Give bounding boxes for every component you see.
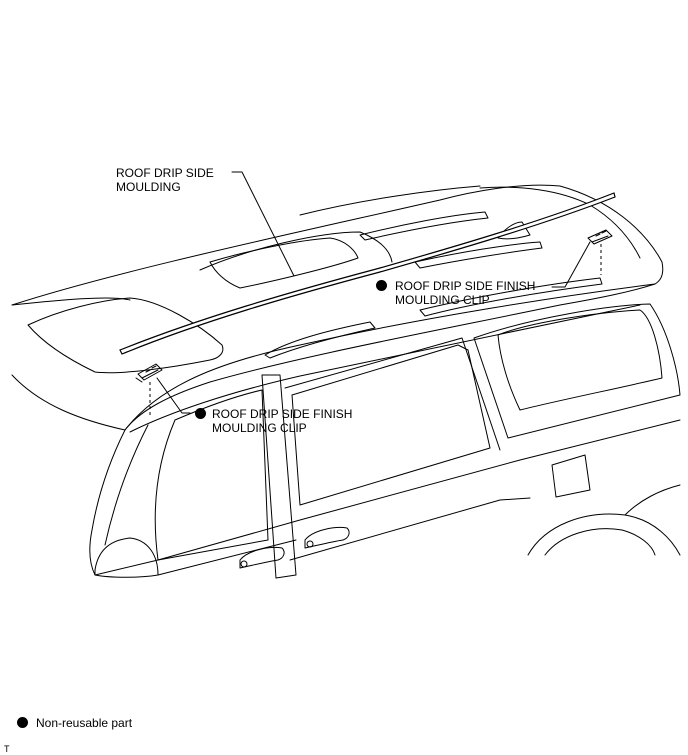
side-rail-front (264, 321, 376, 359)
roof-lower-edge (129, 304, 641, 433)
legend-non-reusable-icon (17, 717, 28, 728)
sliding-door-rail (289, 497, 531, 561)
side-rail-rear (419, 277, 603, 317)
body-belt-line (94, 419, 681, 576)
middle-sunroof (209, 237, 359, 289)
fuel-lid (551, 454, 591, 498)
rear-quarter-window (497, 309, 663, 411)
front-door-handle (239, 547, 285, 569)
a-pillar (104, 424, 149, 546)
roof-drip-moulding (119, 192, 616, 355)
rear-bumper-edge (624, 484, 681, 516)
callout-clip-rear-line2: MOULDING CLIP (395, 293, 490, 307)
callout-moulding-line1: ROOF DRIP SIDE (116, 166, 214, 180)
rear-ridge (299, 185, 481, 216)
rear-panel-1 (359, 211, 489, 241)
callout-moulding-line2: MOULDING (116, 180, 181, 194)
rear-wheel-arch-inner (544, 528, 656, 556)
callout-clip-front: ROOF DRIP SIDE FINISH MOULDING CLIP (212, 407, 352, 435)
leader-clip-rear (551, 241, 591, 288)
rear-panel-2 (414, 241, 543, 269)
sliding-door-window-inner (284, 337, 501, 451)
clip-rear (587, 229, 613, 245)
legend-non-reusable-text: Non-reusable part (36, 716, 133, 730)
middle-sunroof-frame (199, 231, 393, 271)
non-reusable-dot-icon (195, 408, 206, 419)
callout-moulding: ROOF DRIP SIDE MOULDING (116, 166, 214, 194)
callout-clip-rear: ROOF DRIP SIDE FINISH MOULDING CLIP (395, 279, 535, 307)
callout-clip-front-line1: ROOF DRIP SIDE FINISH (212, 407, 353, 421)
door-bottom (157, 539, 297, 576)
non-reusable-dot-icon (376, 280, 387, 291)
rear-quarter-frame (473, 303, 681, 439)
side-mirror (94, 537, 159, 578)
roof-front-edge (124, 283, 656, 431)
clip-front (135, 363, 163, 383)
callout-clip-front-line2: MOULDING CLIP (212, 421, 307, 435)
corner-mark: T (4, 744, 10, 754)
front-sunroof (27, 297, 224, 374)
leader-moulding (231, 171, 295, 277)
b-pillar (261, 374, 297, 579)
leader-clip-front (156, 377, 191, 414)
sliding-door-window (291, 344, 491, 506)
roof-outline (11, 184, 664, 431)
roof-rear-edge (479, 186, 641, 259)
sliding-door-handle (304, 527, 350, 549)
callout-clip-rear-line1: ROOF DRIP SIDE FINISH (395, 279, 536, 293)
windshield-frame (89, 429, 126, 576)
